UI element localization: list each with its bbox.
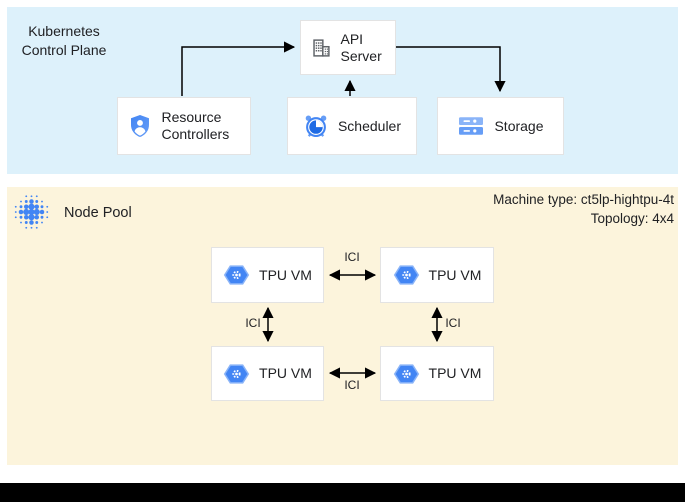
node-pool-title: Node Pool <box>64 205 132 221</box>
topology-text: Topology: 4x4 <box>590 211 674 226</box>
bottom-bar <box>0 483 685 502</box>
resource-controllers-node: Resource Controllers <box>117 97 251 155</box>
storage-label: Storage <box>494 117 544 134</box>
ici-label-bottom: ICI <box>344 378 360 392</box>
control-plane-title-line1: Kubernetes <box>28 23 100 39</box>
tpu-vm-label: TPU VM <box>259 365 312 381</box>
alarm-clock-icon <box>303 113 329 139</box>
ici-label-right: ICI <box>445 316 461 330</box>
tpu-vm-node-top-left: TPU VM <box>211 247 324 303</box>
tpu-hexagon-icon <box>223 362 250 386</box>
dot-cluster-icon <box>14 194 49 230</box>
tpu-vm-node-top-right: TPU VM <box>380 247 494 303</box>
building-icon <box>310 37 332 59</box>
resource-controllers-label: Resource Controllers <box>161 109 230 142</box>
tpu-vm-label: TPU VM <box>259 266 312 283</box>
tpu-vm-node-bottom-left: TPU VM <box>211 346 324 401</box>
shield-user-icon <box>127 113 153 139</box>
machine-type-text: Machine type: ct5lp-hightpu-4t <box>493 192 674 207</box>
tpu-vm-label: TPU VM <box>428 365 482 381</box>
tpu-hexagon-icon <box>223 263 250 287</box>
control-plane-title: Kubernetes Control Plane <box>13 22 115 60</box>
scheduler-label: Scheduler <box>337 117 402 134</box>
storage-node: Storage <box>437 97 564 155</box>
ici-label-top: ICI <box>344 250 360 264</box>
server-stack-icon <box>457 113 485 139</box>
ici-label-left: ICI <box>245 316 261 330</box>
scheduler-node: Scheduler <box>287 97 417 155</box>
api-server-label: API Server <box>340 30 382 64</box>
tpu-hexagon-icon <box>393 362 420 386</box>
tpu-vm-node-bottom-right: TPU VM <box>380 346 494 401</box>
tpu-hexagon-icon <box>393 263 420 287</box>
node-pool-info: Machine type: ct5lp-hightpu-4t Topology:… <box>493 190 674 228</box>
node-pool-panel <box>7 187 678 465</box>
api-server-node: API Server <box>300 20 396 75</box>
control-plane-title-line2: Control Plane <box>21 42 107 58</box>
tpu-vm-label: TPU VM <box>428 266 482 283</box>
